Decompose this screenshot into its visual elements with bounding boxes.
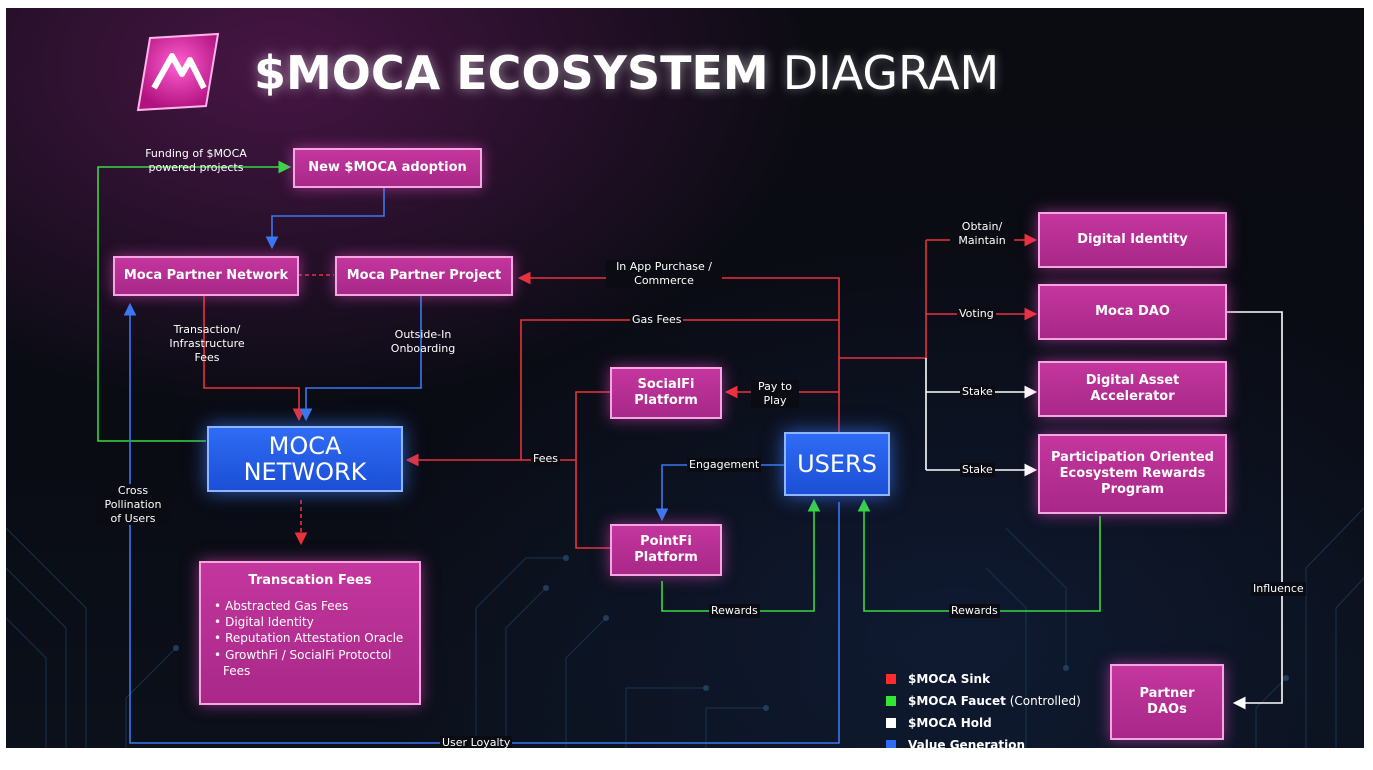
list-item: Digital Identity	[211, 614, 409, 630]
node-moca-dao[interactable]: Moca DAO	[1038, 284, 1227, 340]
legend-label: $MOCA Sink	[908, 672, 991, 686]
legend-label: $MOCA Hold	[908, 716, 992, 730]
node-pointfi-platform[interactable]: PointFi Platform	[610, 524, 722, 576]
moca-logo	[136, 32, 220, 112]
node-moca-network[interactable]: MOCA NETWORK	[207, 426, 403, 492]
node-moca-partner-network[interactable]: Moca Partner Network	[113, 256, 299, 296]
label-voting: Voting	[957, 307, 996, 321]
transaction-fees-list: Abstracted Gas Fees Digital Identity Rep…	[211, 598, 409, 679]
label-outside-in-onboarding: Outside-In Onboarding	[390, 328, 456, 355]
node-users[interactable]: USERS	[784, 432, 890, 496]
label-fees: Fees	[531, 452, 560, 466]
title-sub: DIAGRAM	[782, 46, 1000, 100]
legend-swatch-red	[886, 674, 896, 684]
label-obtain-maintain: Obtain/ Maintain	[950, 220, 1014, 248]
label-transaction-infra-fees: Transaction/ Infrastructure Fees	[169, 323, 245, 364]
label-rewards-program: Rewards	[949, 604, 1000, 618]
label-stake-accelerator: Stake	[960, 385, 995, 399]
legend-label-extra: (Controlled)	[1005, 694, 1081, 708]
legend-item-sink: $MOCA Sink	[886, 668, 1081, 690]
legend: $MOCA Sink $MOCA Faucet (Controlled) $MO…	[886, 668, 1081, 748]
list-item: Reputation Attestation Oracle	[211, 630, 409, 646]
node-partner-daos[interactable]: Partner DAOs	[1110, 664, 1224, 740]
label-influence: Influence	[1251, 582, 1306, 596]
label-in-app-purchase: In App Purchase / Commerce	[606, 260, 722, 288]
diagram-title: $MOCA ECOSYSTEM DIAGRAM	[254, 38, 999, 108]
node-digital-asset-accelerator[interactable]: Digital Asset Accelerator	[1038, 361, 1227, 417]
connectors	[97, 160, 1283, 744]
node-digital-identity[interactable]: Digital Identity	[1038, 212, 1227, 268]
label-engagement: Engagement	[687, 458, 762, 472]
label-stake-program: Stake	[960, 463, 995, 477]
list-item: Abstracted Gas Fees	[211, 598, 409, 614]
label-cross-pollination: Cross Pollination of Users	[96, 484, 170, 526]
legend-item-faucet: $MOCA Faucet (Controlled)	[886, 690, 1081, 712]
legend-label: $MOCA Faucet	[908, 694, 1006, 708]
diagram-canvas: $MOCA ECOSYSTEM DIAGRAM New $MOCA adopti…	[6, 8, 1364, 748]
node-participation-program[interactable]: Participation Oriented Ecosystem Rewards…	[1038, 434, 1227, 514]
label-user-loyalty: User Loyalty	[440, 736, 513, 748]
label-funding: Funding of $MOCA powered projects	[145, 147, 247, 174]
legend-swatch-green	[886, 696, 896, 706]
node-moca-partner-project[interactable]: Moca Partner Project	[335, 256, 513, 296]
legend-item-value: Value Generation	[886, 734, 1081, 748]
label-gas-fees: Gas Fees	[630, 313, 684, 327]
label-pay-to-play: Pay to Play	[751, 380, 799, 408]
circuit-background	[6, 507, 1364, 748]
node-socialfi-platform[interactable]: SocialFi Platform	[610, 367, 722, 419]
transaction-fees-box[interactable]: Transcation Fees Abstracted Gas Fees Dig…	[199, 561, 421, 705]
label-rewards-pointfi: Rewards	[709, 604, 760, 618]
transaction-fees-title: Transcation Fees	[248, 573, 372, 588]
legend-item-hold: $MOCA Hold	[886, 712, 1081, 734]
list-item: GrowthFi / SocialFi Protoctol Fees	[211, 647, 409, 679]
legend-label: Value Generation	[908, 738, 1026, 748]
legend-swatch-white	[886, 718, 896, 728]
title-main: $MOCA ECOSYSTEM	[254, 46, 769, 100]
node-new-moca-adoption[interactable]: New $MOCA adoption	[293, 148, 482, 188]
legend-swatch-blue	[886, 740, 896, 748]
